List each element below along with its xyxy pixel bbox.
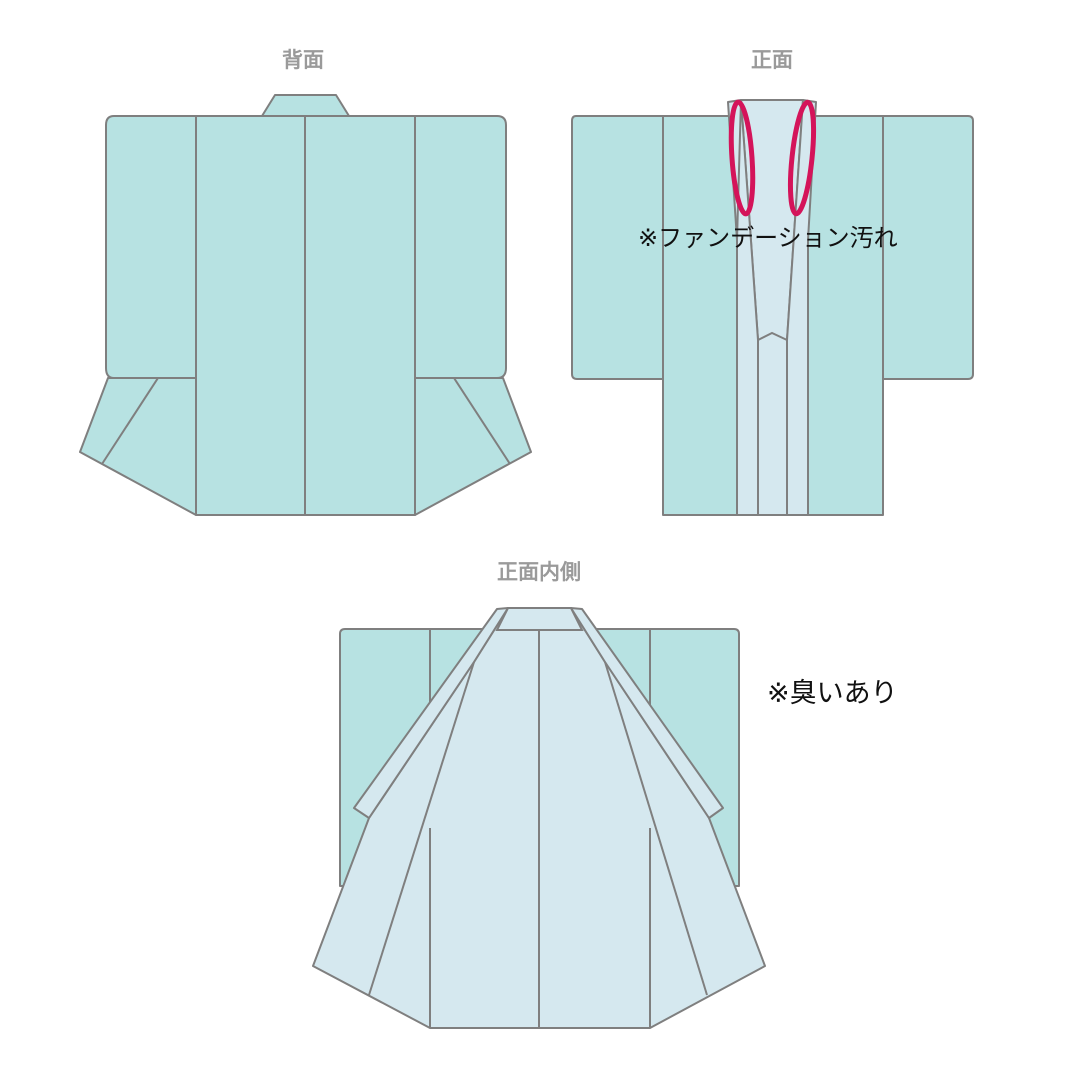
back-collar: [261, 94, 350, 117]
foundation-stain-note: ※ファンデーション汚れ: [638, 224, 898, 252]
back-view: 背面: [79, 48, 532, 516]
front-view: 正面 ※ファンデーション汚れ: [571, 48, 974, 516]
stain-marker-right: [787, 99, 817, 217]
inside-collar-left: [353, 607, 509, 819]
inside-view: 正面内側 ※臭いあり: [312, 560, 898, 1029]
stain-marker-left: [728, 99, 756, 217]
odor-note: ※臭いあり: [767, 678, 898, 709]
inside-collar-right: [570, 607, 724, 819]
back-view-label: 背面: [282, 48, 324, 72]
inside-view-label: 正面内側: [497, 560, 581, 584]
front-view-label: 正面: [751, 48, 793, 72]
